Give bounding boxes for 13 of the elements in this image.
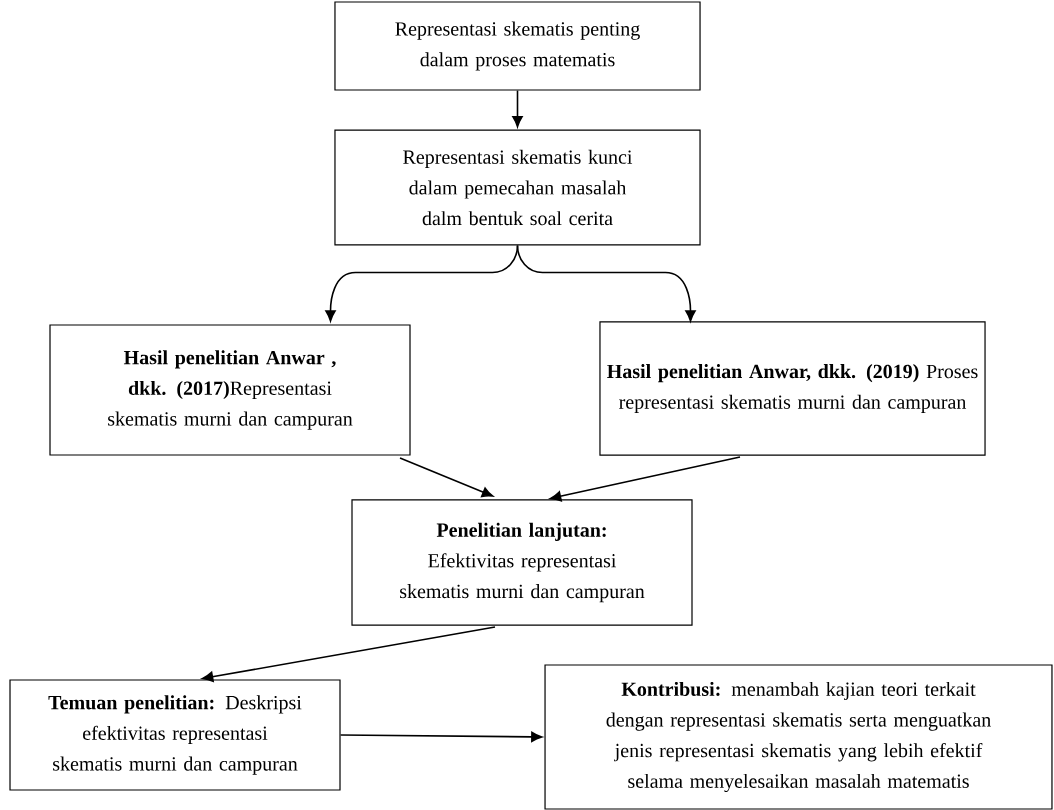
process-box: Representasi skematis kunci dalam pemecahan masalah dalm bentuk soal cerita (334, 129, 701, 246)
process-box: Representasi skematis penting dalam proses matematis (334, 1, 701, 91)
arrow (516, 244, 696, 322)
arrow (339, 731, 543, 743)
arrow (549, 456, 741, 502)
process-box: Hasil penelitian Anwar, dkk. (2019) Proses representasi skematis murni dan campuran (599, 321, 986, 456)
arrow (201, 626, 496, 682)
process-box: Hasil penelitian Anwar , dkk. (2017)Representasi skematis murni dan campuran (49, 324, 411, 456)
arrow (399, 457, 494, 498)
process-box: Penelitian lanjutan: Efektivitas representasi skematis murni dan campuran (351, 499, 693, 626)
process-box: Temuan penelitian: Deskripsi efektivitas representasi skematis murni dan campuran (9, 679, 341, 791)
arrow (512, 89, 523, 128)
process-box: Kontribusi: menambah kajian teori terkait dengan representasi skematis serta menguatkan jenis representasi skematis yang lebih efektif selama menyelesaikan masalah matematis (544, 664, 1053, 810)
